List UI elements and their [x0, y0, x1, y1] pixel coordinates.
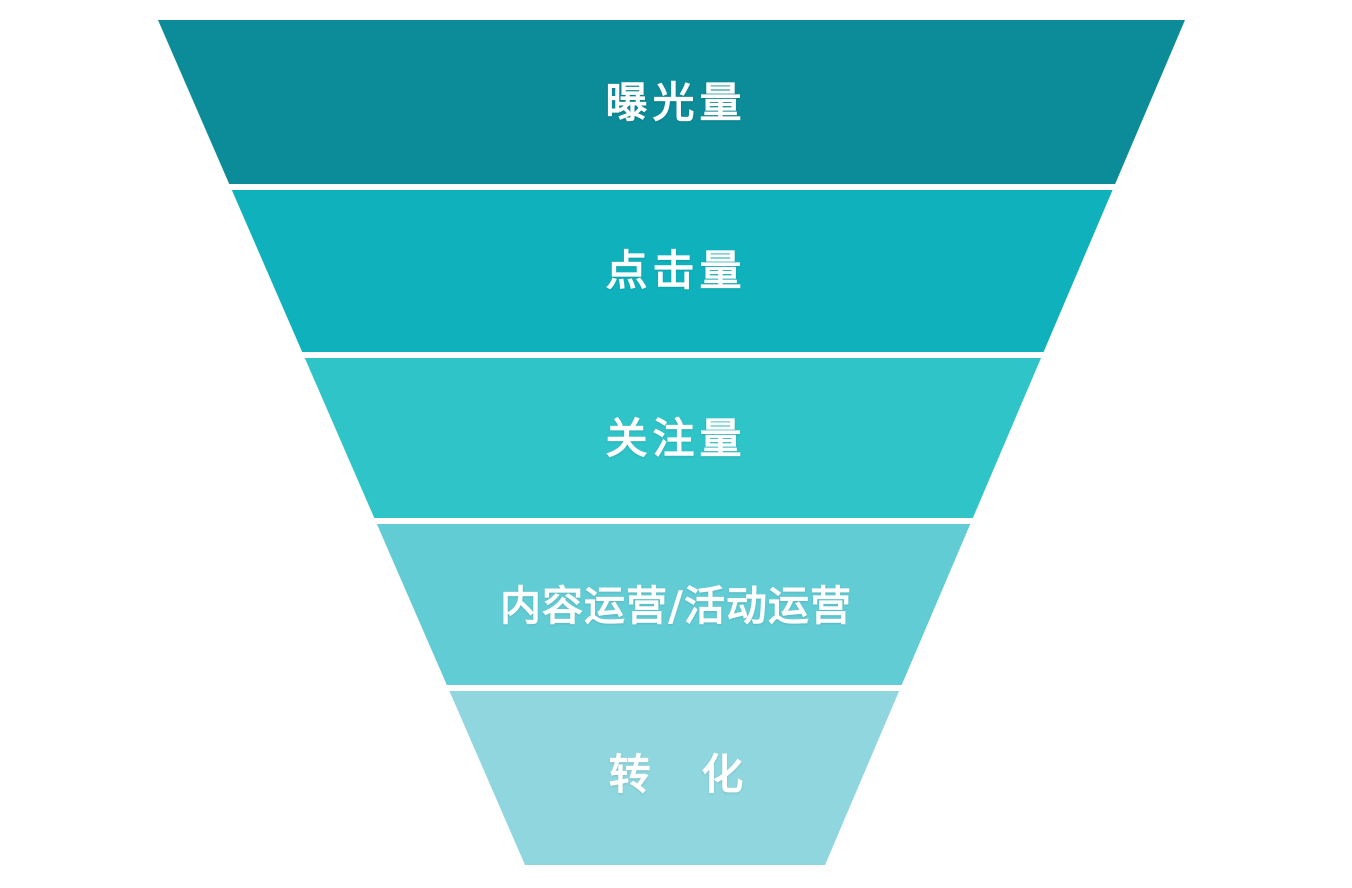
- funnel-stage-label-4: 内容运营/活动运营: [500, 582, 852, 630]
- funnel-stage-label-5: 转 化: [608, 750, 762, 799]
- funnel-segment: [376, 524, 971, 685]
- funnel-stage-label-2: 点击量: [605, 246, 747, 295]
- funnel-segment: [449, 691, 900, 865]
- funnel-segment: [231, 190, 1113, 352]
- funnel-segment: [158, 20, 1185, 184]
- funnel-stage-label-3: 关注量: [605, 414, 747, 463]
- funnel-stage-label-1: 曝光量: [605, 78, 747, 127]
- funnel-segment: [304, 358, 1041, 518]
